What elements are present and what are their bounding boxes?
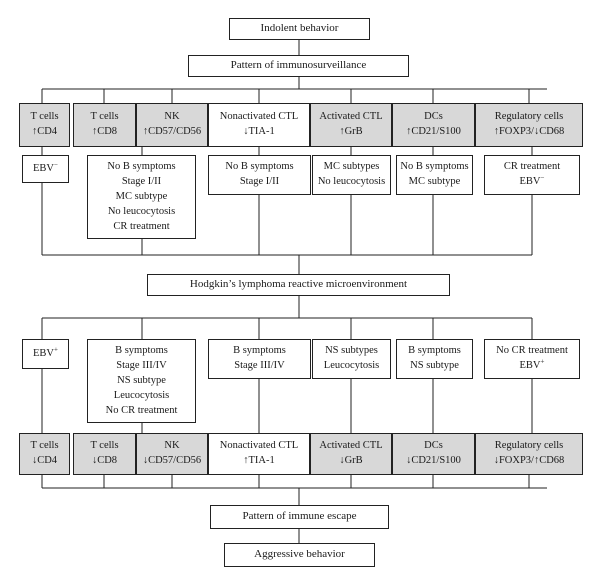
- box-line: MC subtypes: [323, 161, 380, 173]
- microenvironment-box: Hodgkin’s lymphoma reactive microenviron…: [147, 274, 450, 296]
- cell-tcells-cd8-up: T cells ↑CD8: [73, 103, 136, 147]
- cell-nk-up: NK ↑CD57/CD56: [136, 103, 208, 147]
- cell-tcells-cd4-up: T cells ↑CD4: [19, 103, 70, 147]
- box-line: NK: [164, 111, 180, 123]
- box-line: DCs: [424, 111, 443, 123]
- box-line: ↓TIA-1: [243, 126, 275, 137]
- microenvironment-label: Hodgkin’s lymphoma reactive microenviron…: [189, 278, 408, 291]
- box-line: Stage III/IV: [116, 359, 167, 371]
- box-line: No CR treatment: [496, 345, 568, 357]
- box-line: Nonactivated CTL: [219, 111, 299, 123]
- box-line: ↑GrB: [339, 126, 363, 137]
- indolent-behavior-label: Indolent behavior: [260, 22, 339, 35]
- cell-dcs-down: DCs ↓CD21/S100: [392, 433, 475, 475]
- box-line: ↑TIA-1: [243, 455, 275, 466]
- feature-ebv-positive: EBV+: [22, 339, 69, 369]
- box-line: Stage I/II: [121, 175, 162, 187]
- box-line: CR treatment: [503, 161, 561, 173]
- box-line: ↓CD4: [31, 455, 58, 466]
- box-line: ↓CD21/S100: [406, 455, 461, 466]
- cell-tcells-cd8-down: T cells ↓CD8: [73, 433, 136, 475]
- box-line: Nonactivated CTL: [219, 440, 299, 452]
- box-line: ↓GrB: [339, 455, 363, 466]
- cell-regulatory-up: Regulatory cells ↑FOXP3/↓CD68: [475, 103, 583, 147]
- box-line: NK: [164, 440, 180, 452]
- box-line: ↓CD57/CD56: [142, 455, 202, 466]
- cell-nk-down: NK ↓CD57/CD56: [136, 433, 208, 475]
- box-line: ↑CD8: [91, 126, 118, 137]
- feature-dcs-indolent: No B symptoms MC subtype: [396, 155, 473, 195]
- box-line: T cells: [90, 111, 119, 123]
- box-line: No B symptoms: [107, 161, 176, 172]
- aggressive-behavior-box: Aggressive behavior: [224, 543, 375, 567]
- box-line: EBV+: [519, 357, 545, 371]
- box-line: B symptoms: [408, 345, 461, 357]
- box-line: MC subtype: [408, 176, 461, 187]
- box-line: T cells: [90, 440, 119, 452]
- box-line: EBV−: [33, 160, 58, 174]
- box-line: Activated CTL: [319, 440, 383, 452]
- immunosurveillance-label: Pattern of immunosurveillance: [230, 59, 367, 72]
- cell-nonactivated-ctl-down: Nonactivated CTL ↓TIA-1: [208, 103, 310, 147]
- box-line: Regulatory cells: [494, 111, 564, 123]
- immune-escape-label: Pattern of immune escape: [242, 510, 357, 523]
- indolent-behavior-box: Indolent behavior: [229, 18, 370, 40]
- box-line: Leucocytosis: [113, 389, 170, 401]
- box-line: T cells: [30, 111, 59, 123]
- box-line: No B symptoms: [225, 161, 294, 173]
- box-line: DCs: [424, 440, 443, 452]
- box-line: T cells: [30, 440, 59, 452]
- feature-activated-ctl-indolent: MC subtypes No leucocytosis: [312, 155, 391, 195]
- cell-nonactivated-ctl-up: Nonactivated CTL ↑TIA-1: [208, 433, 310, 475]
- box-line: NS subtypes: [325, 345, 378, 357]
- box-line: NS subtype: [117, 374, 166, 386]
- box-line: Stage III/IV: [234, 360, 285, 371]
- box-line: MC subtype: [115, 190, 168, 202]
- box-line: B symptoms: [115, 345, 168, 356]
- immunosurveillance-box: Pattern of immunosurveillance: [188, 55, 409, 77]
- box-line: CR treatment: [113, 220, 170, 232]
- box-line: EBV−: [519, 173, 545, 187]
- box-line: ↑CD4: [31, 126, 58, 137]
- box-line: Regulatory cells: [494, 440, 564, 452]
- box-line: ↑FOXP3/↓CD68: [493, 126, 565, 137]
- box-line: B symptoms: [233, 345, 286, 357]
- cell-activated-ctl-up: Activated CTL ↑GrB: [310, 103, 392, 147]
- box-line: EBV+: [33, 345, 58, 359]
- box-line: Stage I/II: [239, 176, 280, 187]
- immune-escape-box: Pattern of immune escape: [210, 505, 389, 529]
- box-line: ↓FOXP3/↑CD68: [493, 455, 565, 466]
- box-line: ↑CD21/S100: [406, 126, 461, 137]
- cell-dcs-up: DCs ↑CD21/S100: [392, 103, 475, 147]
- cell-tcells-cd4-down: T cells ↓CD4: [19, 433, 70, 475]
- box-line: No leucocytosis: [107, 205, 176, 217]
- box-line: No leucocytosis: [317, 176, 386, 187]
- box-line: No CR treatment: [105, 404, 178, 416]
- feature-dcs-aggressive: B symptoms NS subtype: [396, 339, 473, 379]
- box-line: Activated CTL: [319, 111, 383, 123]
- box-line: No B symptoms: [400, 161, 469, 173]
- box-line: Leucocytosis: [323, 360, 380, 371]
- cell-regulatory-down: Regulatory cells ↓FOXP3/↑CD68: [475, 433, 583, 475]
- aggressive-behavior-label: Aggressive behavior: [254, 548, 345, 561]
- cell-activated-ctl-down: Activated CTL ↓GrB: [310, 433, 392, 475]
- feature-ebv-negative: EBV−: [22, 155, 69, 183]
- box-line: ↑CD57/CD56: [142, 126, 202, 137]
- box-line: ↓CD8: [91, 455, 118, 466]
- box-line: NS subtype: [410, 360, 459, 371]
